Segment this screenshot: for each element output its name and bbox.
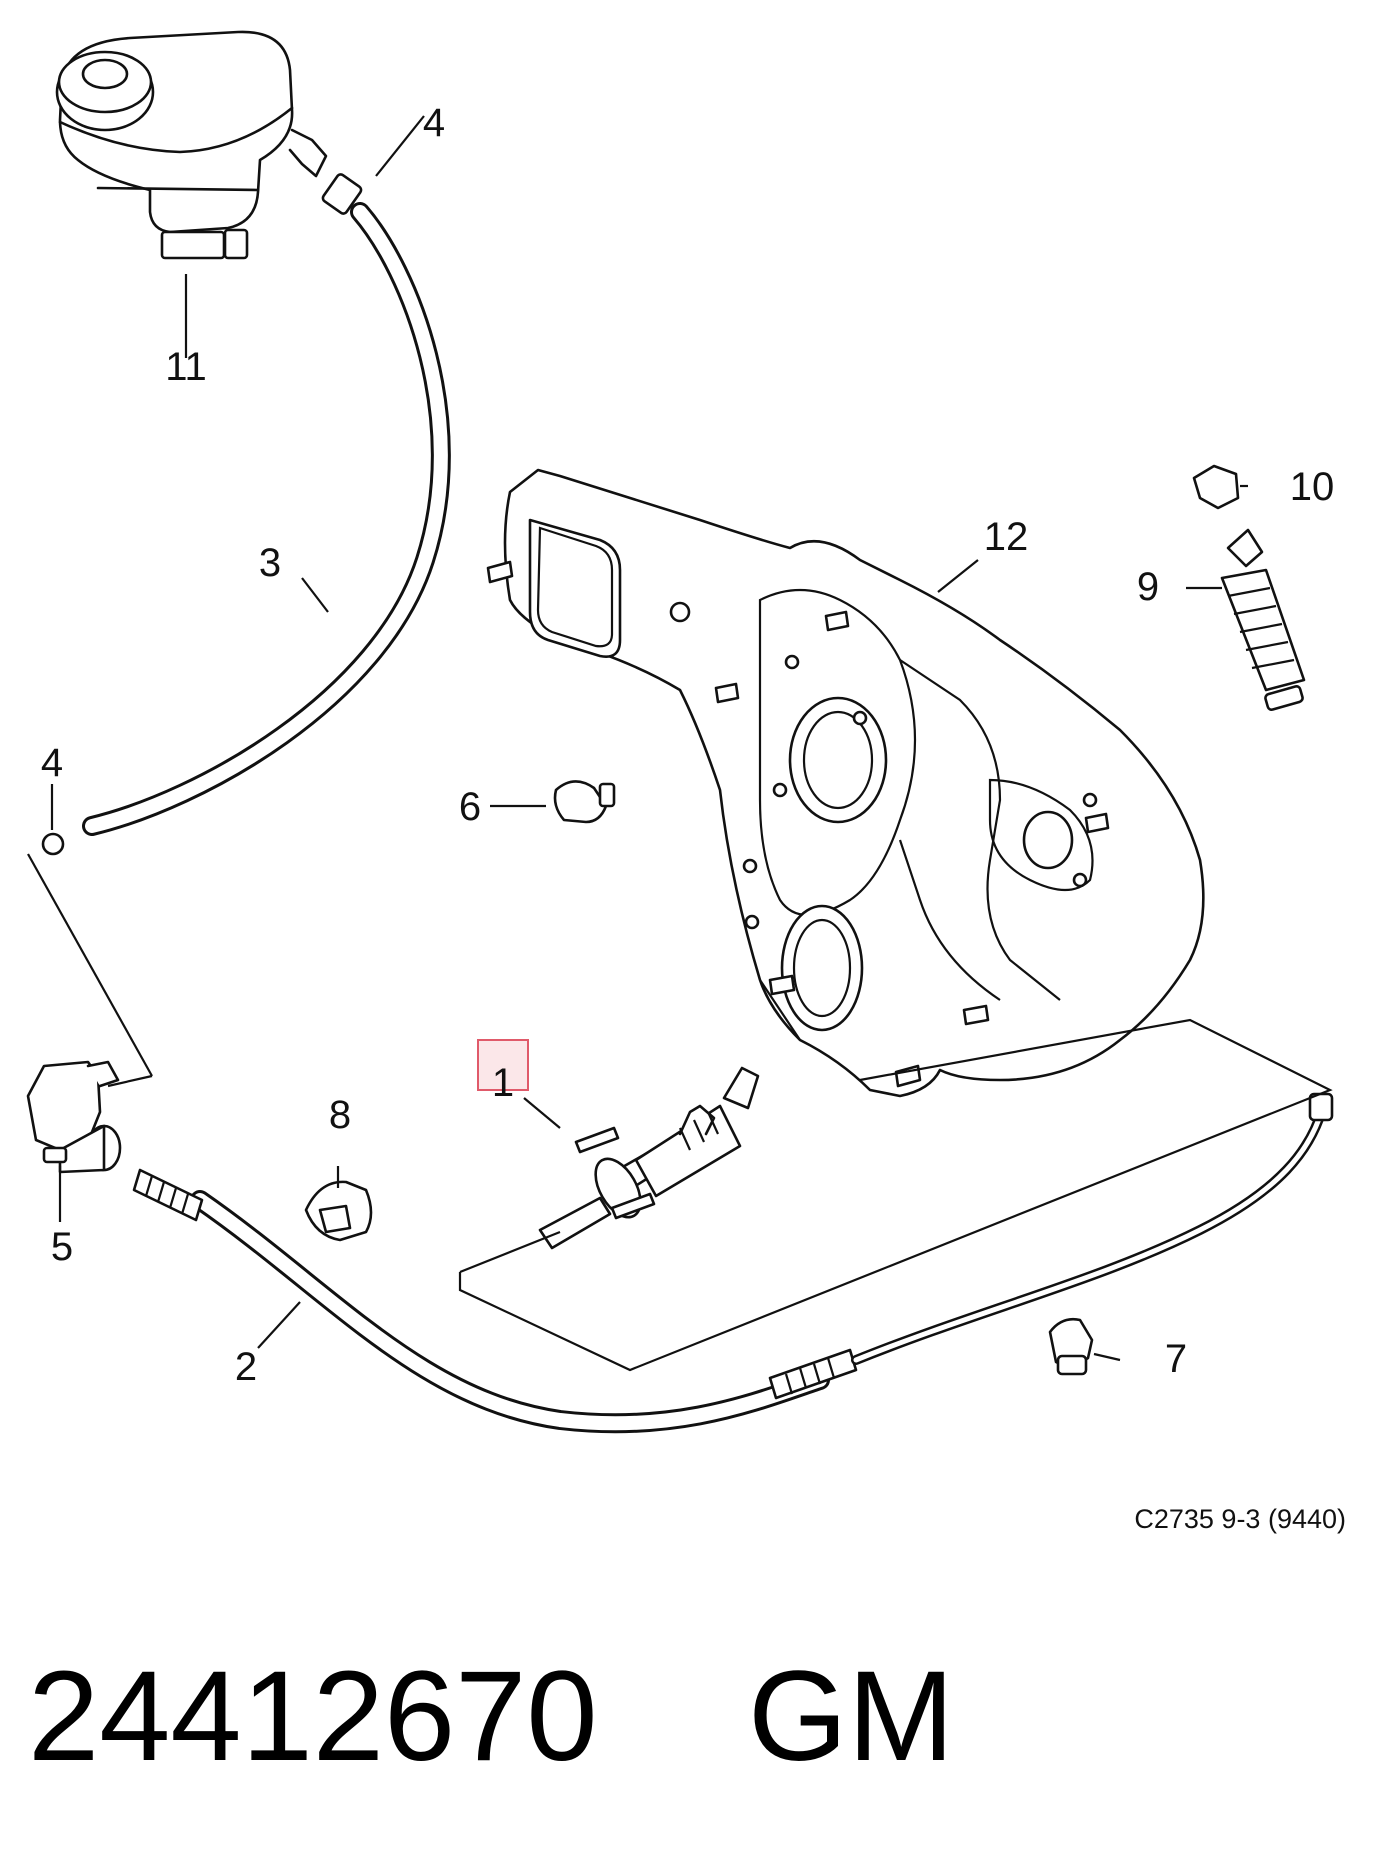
part-4-ring-clamp-lower	[41, 832, 65, 856]
leader-lines	[50, 115, 1248, 1362]
highlight-box	[477, 1039, 529, 1091]
part-9-bellows	[1220, 528, 1306, 712]
callout-2: 2	[235, 1345, 257, 1389]
callout-8: 8	[329, 1093, 351, 1137]
callout-10: 10	[1290, 465, 1335, 509]
callout-7: 7	[1165, 1337, 1187, 1381]
connection-lines	[27, 853, 1333, 1372]
part-6-clip	[553, 780, 616, 824]
part-10-nut	[1192, 464, 1240, 510]
part-1-master-cylinder	[538, 1066, 760, 1250]
part-4-hose-clamp-upper	[321, 173, 363, 215]
part-8-clip	[304, 1180, 373, 1242]
part-3-hose	[82, 202, 451, 836]
part-5-elbow-connector	[26, 1060, 122, 1174]
part-7-plug	[1048, 1317, 1094, 1376]
part-2-thin-pipe	[851, 1092, 1334, 1365]
callout-3: 3	[259, 541, 281, 585]
part-number: 24412670	[28, 1645, 598, 1788]
callout-12: 12	[984, 515, 1029, 559]
callout-4-lower: 4	[41, 741, 63, 785]
callout-9: 9	[1137, 565, 1159, 609]
callout-4-upper: 4	[423, 101, 445, 145]
part-11-fluid-reservoir	[55, 30, 328, 260]
callout-6: 6	[459, 785, 481, 829]
callout-5: 5	[51, 1225, 73, 1269]
callout-1: 1	[492, 1061, 514, 1105]
part-12-bracket-plate	[486, 468, 1205, 1098]
part-2-pipe	[132, 1168, 858, 1434]
callout-11: 11	[165, 345, 207, 389]
diagram-ref-code: C2735 9-3 (9440)	[1134, 1504, 1346, 1534]
brand-label: GM	[748, 1645, 954, 1788]
